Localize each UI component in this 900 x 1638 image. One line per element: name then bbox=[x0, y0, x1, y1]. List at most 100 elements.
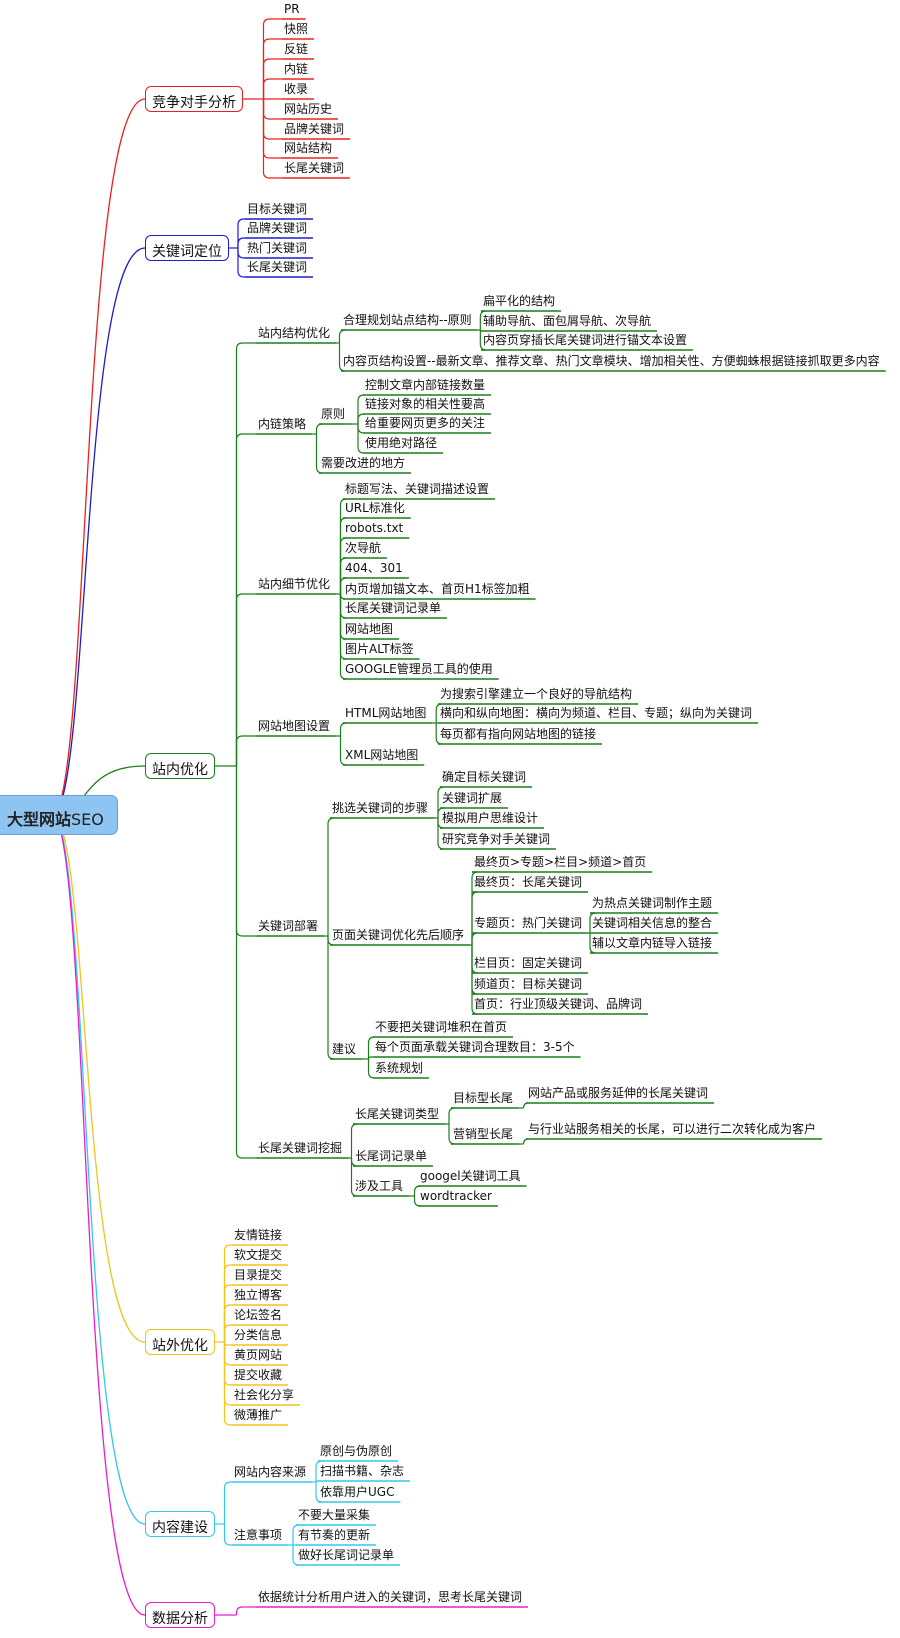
deploy-step-item[interactable]: 关键词扩展 bbox=[442, 791, 503, 805]
content-note-item[interactable]: 做好长尾词记录单 bbox=[298, 1548, 395, 1562]
details-item[interactable]: 内页增加锚文本、首页H1标签加粗 bbox=[345, 582, 530, 596]
content-source-item[interactable]: 原创与伪原创 bbox=[320, 1444, 393, 1458]
sitemap-html-item[interactable]: 每页都有指向网站地图的链接 bbox=[440, 727, 597, 741]
content-source-item[interactable]: 扫描书籍、杂志 bbox=[320, 1464, 405, 1478]
competitor-item[interactable]: 网站结构 bbox=[284, 141, 333, 155]
deploy-order-item[interactable]: 栏目页：固定关键词 bbox=[474, 956, 583, 970]
offsite-item[interactable]: 黄页网站 bbox=[234, 1348, 283, 1362]
keyword-position-item[interactable]: 目标关键词 bbox=[247, 202, 308, 216]
main-topic-onsite[interactable]: 站内优化 bbox=[145, 753, 215, 779]
structure-planning[interactable]: 合理规划站点结构--原则 bbox=[343, 313, 472, 327]
onsite-internal-links[interactable]: 内链策略 bbox=[258, 417, 307, 431]
data-analysis-item[interactable]: 依据统计分析用户进入的关键词，思考长尾关键词 bbox=[258, 1590, 523, 1604]
offsite-item[interactable]: 友情链接 bbox=[234, 1228, 283, 1242]
content-note-item[interactable]: 有节奏的更新 bbox=[298, 1528, 371, 1542]
details-item[interactable]: 长尾关键词记录单 bbox=[345, 601, 442, 615]
deploy-advice[interactable]: 建议 bbox=[332, 1042, 357, 1056]
offsite-item[interactable]: 独立博客 bbox=[234, 1288, 283, 1302]
deploy-topic-item[interactable]: 为热点关键词制作主题 bbox=[592, 896, 713, 910]
longtail-target[interactable]: 目标型长尾 bbox=[453, 1091, 514, 1105]
offsite-item[interactable]: 软文提交 bbox=[234, 1248, 283, 1262]
sitemap-xml[interactable]: XML网站地图 bbox=[345, 748, 419, 762]
longtail-marketing-desc[interactable]: 与行业站服务相关的长尾，可以进行二次转化成为客户 bbox=[528, 1122, 817, 1136]
sitemap-html[interactable]: HTML网站地图 bbox=[345, 706, 427, 720]
root-topic[interactable]: 大型网站SEO bbox=[0, 795, 118, 835]
offsite-item[interactable]: 分类信息 bbox=[234, 1328, 283, 1342]
internal-links-principle[interactable]: 原则 bbox=[321, 407, 346, 421]
structure-nav[interactable]: 辅助导航、面包屑导航、次导航 bbox=[483, 314, 652, 328]
details-item[interactable]: URL标准化 bbox=[345, 501, 405, 515]
deploy-order[interactable]: 页面关键词优化先后顺序 bbox=[332, 928, 465, 942]
sitemap-html-item[interactable]: 横向和纵向地图：横向为频道、栏目、专题；纵向为关键词 bbox=[440, 706, 753, 720]
keyword-position-item[interactable]: 热门关键词 bbox=[247, 241, 308, 255]
internal-links-improve[interactable]: 需要改进的地方 bbox=[321, 456, 406, 470]
offsite-item[interactable]: 微薄推广 bbox=[234, 1408, 283, 1422]
offsite-item[interactable]: 社会化分享 bbox=[234, 1388, 295, 1402]
deploy-step-item[interactable]: 模拟用户思维设计 bbox=[442, 811, 539, 825]
deploy-step-item[interactable]: 确定目标关键词 bbox=[442, 770, 527, 784]
longtail-tool-item[interactable]: wordtracker bbox=[420, 1189, 492, 1203]
offsite-item[interactable]: 论坛签名 bbox=[234, 1308, 283, 1322]
deploy-advice-item[interactable]: 系统规划 bbox=[375, 1061, 424, 1075]
main-topic-content-build[interactable]: 内容建设 bbox=[145, 1511, 215, 1537]
keyword-position-item[interactable]: 品牌关键词 bbox=[247, 221, 308, 235]
competitor-item[interactable]: 快照 bbox=[284, 22, 309, 36]
internal-links-principle-item[interactable]: 控制文章内部链接数量 bbox=[365, 378, 486, 392]
longtail-tool-item[interactable]: googel关键词工具 bbox=[420, 1169, 521, 1183]
deploy-order-item[interactable]: 专题页：热门关键词 bbox=[474, 916, 583, 930]
deploy-step-item[interactable]: 研究竞争对手关键词 bbox=[442, 832, 551, 846]
deploy-advice-item[interactable]: 每个页面承载关键词合理数目：3-5个 bbox=[375, 1040, 575, 1054]
onsite-longtail[interactable]: 长尾关键词挖掘 bbox=[258, 1141, 343, 1155]
details-item[interactable]: 图片ALT标签 bbox=[345, 642, 414, 656]
main-topic-competitor[interactable]: 竞争对手分析 bbox=[145, 86, 243, 112]
details-item[interactable]: robots.txt bbox=[345, 521, 404, 535]
onsite-sitemap[interactable]: 网站地图设置 bbox=[258, 719, 331, 733]
offsite-item[interactable]: 提交收藏 bbox=[234, 1368, 283, 1382]
longtail-tools[interactable]: 涉及工具 bbox=[355, 1179, 404, 1193]
deploy-order-item[interactable]: 频道页：目标关键词 bbox=[474, 977, 583, 991]
content-source-item[interactable]: 依靠用户UGC bbox=[320, 1485, 395, 1499]
details-item[interactable]: 标题写法、关键词描述设置 bbox=[345, 482, 490, 496]
keyword-position-item[interactable]: 长尾关键词 bbox=[247, 260, 308, 274]
onsite-structure[interactable]: 站内结构优化 bbox=[258, 326, 331, 340]
details-item[interactable]: 次导航 bbox=[345, 541, 382, 555]
competitor-item[interactable]: 长尾关键词 bbox=[284, 161, 345, 175]
deploy-topic-item[interactable]: 关键词相关信息的整合 bbox=[592, 916, 713, 930]
offsite-item[interactable]: 目录提交 bbox=[234, 1268, 283, 1282]
connector-line bbox=[223, 1244, 232, 1342]
main-topic-data-analysis[interactable]: 数据分析 bbox=[145, 1602, 215, 1628]
main-topic-offsite[interactable]: 站外优化 bbox=[145, 1329, 215, 1355]
deploy-topic-item[interactable]: 辅以文章内链导入链接 bbox=[592, 936, 713, 950]
content-source[interactable]: 网站内容来源 bbox=[234, 1465, 307, 1479]
onsite-keyword-deploy[interactable]: 关键词部署 bbox=[258, 919, 319, 933]
onsite-details[interactable]: 站内细节优化 bbox=[258, 577, 331, 591]
competitor-item[interactable]: 网站历史 bbox=[284, 102, 333, 116]
internal-links-principle-item[interactable]: 链接对象的相关性要高 bbox=[365, 397, 486, 411]
competitor-item[interactable]: 内链 bbox=[284, 62, 309, 76]
deploy-steps[interactable]: 挑选关键词的步骤 bbox=[332, 801, 429, 815]
deploy-order-item[interactable]: 首页：行业顶级关键词、品牌词 bbox=[474, 997, 643, 1011]
competitor-item[interactable]: 品牌关键词 bbox=[284, 122, 345, 136]
details-item[interactable]: 网站地图 bbox=[345, 622, 394, 636]
content-notes[interactable]: 注意事项 bbox=[234, 1528, 283, 1542]
longtail-types[interactable]: 长尾关键词类型 bbox=[355, 1107, 440, 1121]
longtail-target-desc[interactable]: 网站产品或服务延伸的长尾关键词 bbox=[528, 1086, 709, 1100]
main-topic-keyword-position[interactable]: 关键词定位 bbox=[145, 235, 229, 261]
competitor-item[interactable]: PR bbox=[284, 2, 300, 16]
competitor-item[interactable]: 反链 bbox=[284, 42, 309, 56]
details-item[interactable]: GOOGLE管理员工具的使用 bbox=[345, 662, 493, 676]
competitor-item[interactable]: 收录 bbox=[284, 82, 309, 96]
longtail-marketing[interactable]: 营销型长尾 bbox=[453, 1127, 514, 1141]
content-note-item[interactable]: 不要大量采集 bbox=[298, 1508, 371, 1522]
longtail-record[interactable]: 长尾词记录单 bbox=[355, 1149, 428, 1163]
internal-links-principle-item[interactable]: 给重要网页更多的关注 bbox=[365, 416, 486, 430]
details-item[interactable]: 404、301 bbox=[345, 561, 403, 575]
structure-content[interactable]: 内容页结构设置--最新文章、推荐文章、热门文章模块、增加相关性、方便蜘蛛根据链接… bbox=[343, 354, 880, 368]
internal-links-principle-item[interactable]: 使用绝对路径 bbox=[365, 436, 438, 450]
structure-flat[interactable]: 扁平化的结构 bbox=[483, 294, 556, 308]
sitemap-html-item[interactable]: 为搜索引擎建立一个良好的导航结构 bbox=[440, 687, 633, 701]
deploy-order-item[interactable]: 最终页：长尾关键词 bbox=[474, 875, 583, 889]
deploy-order-item[interactable]: 最终页>专题>栏目>频道>首页 bbox=[474, 855, 647, 869]
deploy-advice-item[interactable]: 不要把关键词堆积在首页 bbox=[375, 1020, 508, 1034]
structure-anchor[interactable]: 内容页穿插长尾关键词进行锚文本设置 bbox=[483, 333, 688, 347]
